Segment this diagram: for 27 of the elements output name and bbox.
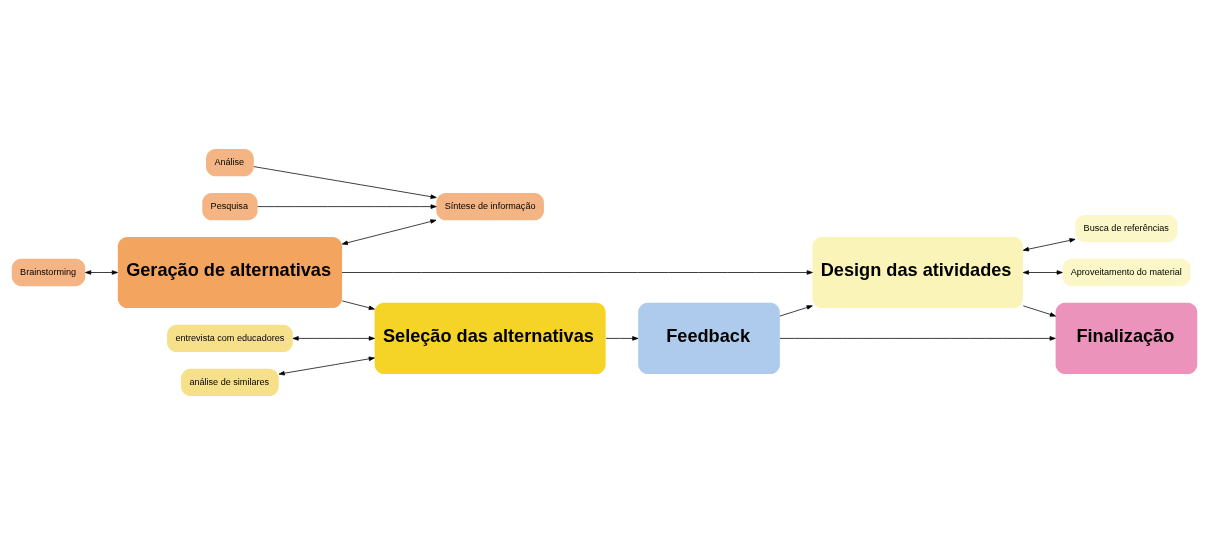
arrow [779, 336, 1056, 341]
arrow [1022, 305, 1056, 317]
arrow [605, 336, 639, 341]
node-box: Finalização [1055, 302, 1198, 374]
arrow [292, 336, 375, 341]
node-box: Pesquisa [202, 192, 258, 221]
node-box: entrevista com educadores [167, 324, 293, 353]
node-box: Busca de referências [1075, 214, 1178, 243]
node-box: Geração de alternativas [117, 236, 343, 309]
arrow [253, 166, 437, 199]
node-box: Aproveitamento do material [1062, 258, 1191, 287]
node-box: Feedback [638, 302, 780, 374]
arrow [779, 305, 813, 317]
arrow [1022, 238, 1076, 252]
arrow [1022, 270, 1063, 275]
node-box: Seleção das alternativas [374, 302, 606, 374]
arrow [341, 219, 437, 245]
node-box: Síntese de informação [436, 192, 544, 221]
node-box: Análise [206, 149, 254, 177]
node-box: Brainstorming [11, 258, 86, 287]
arrow [278, 356, 375, 376]
node-box: análise de similares [181, 368, 279, 396]
arrow [341, 270, 813, 275]
arrow [341, 300, 375, 310]
arrow [85, 270, 118, 275]
node-box: Design das atividades [812, 236, 1023, 309]
arrow [257, 204, 437, 209]
